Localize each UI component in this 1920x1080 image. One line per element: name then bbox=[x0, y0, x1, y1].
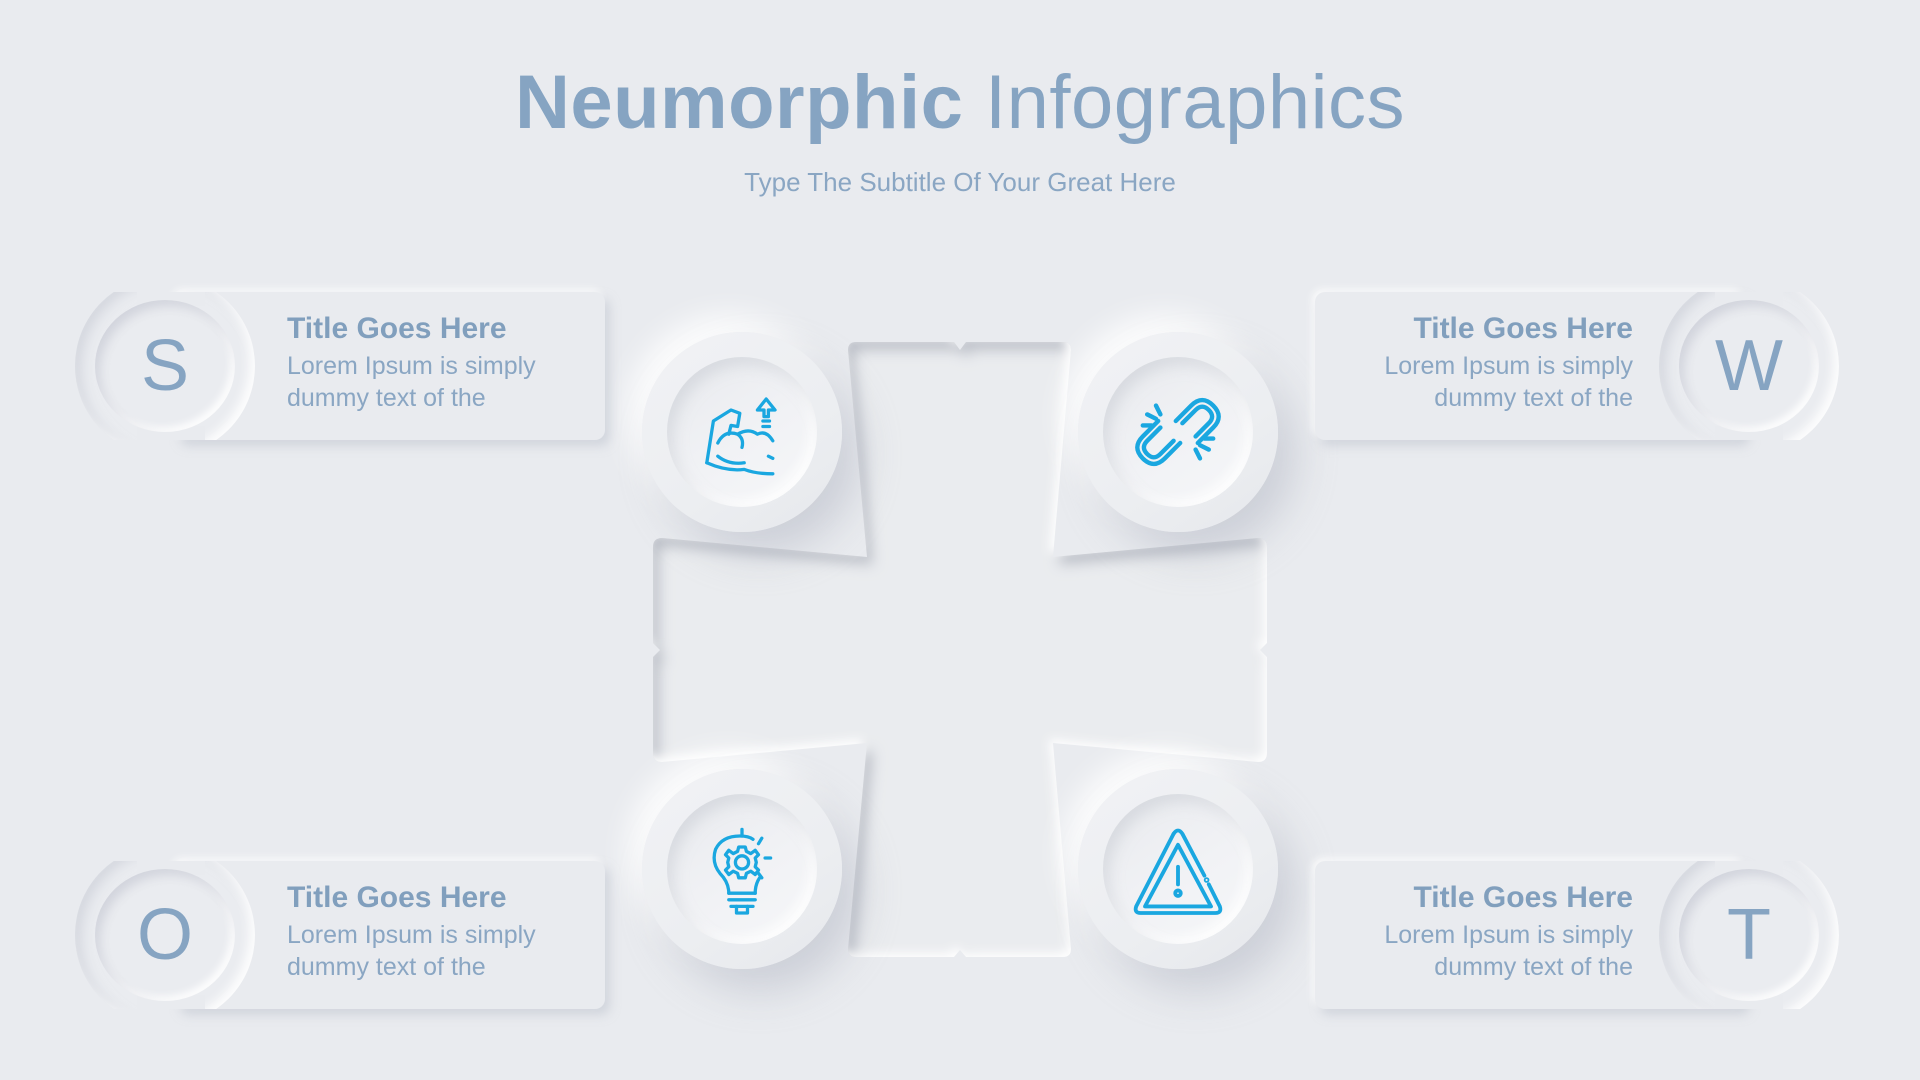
flexed-arm-strength-icon bbox=[705, 397, 777, 476]
broken-link-icon-disc bbox=[1078, 332, 1278, 532]
lightbulb-gear-icon bbox=[712, 827, 773, 915]
card-body: Lorem Ipsum is simply dummy text of the bbox=[287, 352, 536, 412]
card-body: Lorem Ipsum is simply dummy text of the bbox=[1384, 921, 1633, 981]
warning-triangle-icon bbox=[1133, 828, 1223, 915]
swot-badge-w: W bbox=[1659, 292, 1839, 440]
page-subtitle: Type The Subtitle Of Your Great Here bbox=[744, 167, 1176, 197]
card-title: Title Goes Here bbox=[1413, 881, 1633, 914]
card-title: Title Goes Here bbox=[1413, 312, 1633, 345]
card-title: Title Goes Here bbox=[287, 881, 507, 914]
title-bold: Neumorphic bbox=[514, 60, 964, 145]
title-light: Infographics bbox=[984, 60, 1406, 145]
swot-letter: S bbox=[140, 326, 190, 406]
warning-icon-disc bbox=[1078, 769, 1278, 969]
swot-badge-t: T bbox=[1659, 861, 1839, 1009]
card-body: Lorem Ipsum is simply dummy text of the bbox=[287, 921, 536, 981]
card-title: Title Goes Here bbox=[287, 312, 507, 345]
card-body: Lorem Ipsum is simply dummy text of the bbox=[1384, 352, 1633, 412]
swot-letter: W bbox=[1715, 326, 1783, 406]
swot-letter: T bbox=[1727, 895, 1771, 975]
idea-icon-disc bbox=[642, 769, 842, 969]
swot-letter: O bbox=[136, 895, 193, 975]
page-title: Neumorphic Infographics bbox=[0, 58, 1920, 148]
swot-badge-s: S bbox=[75, 292, 255, 440]
broken-link-icon bbox=[1135, 397, 1221, 467]
strength-icon-disc bbox=[642, 332, 842, 532]
swot-badge-o: O bbox=[75, 861, 255, 1009]
